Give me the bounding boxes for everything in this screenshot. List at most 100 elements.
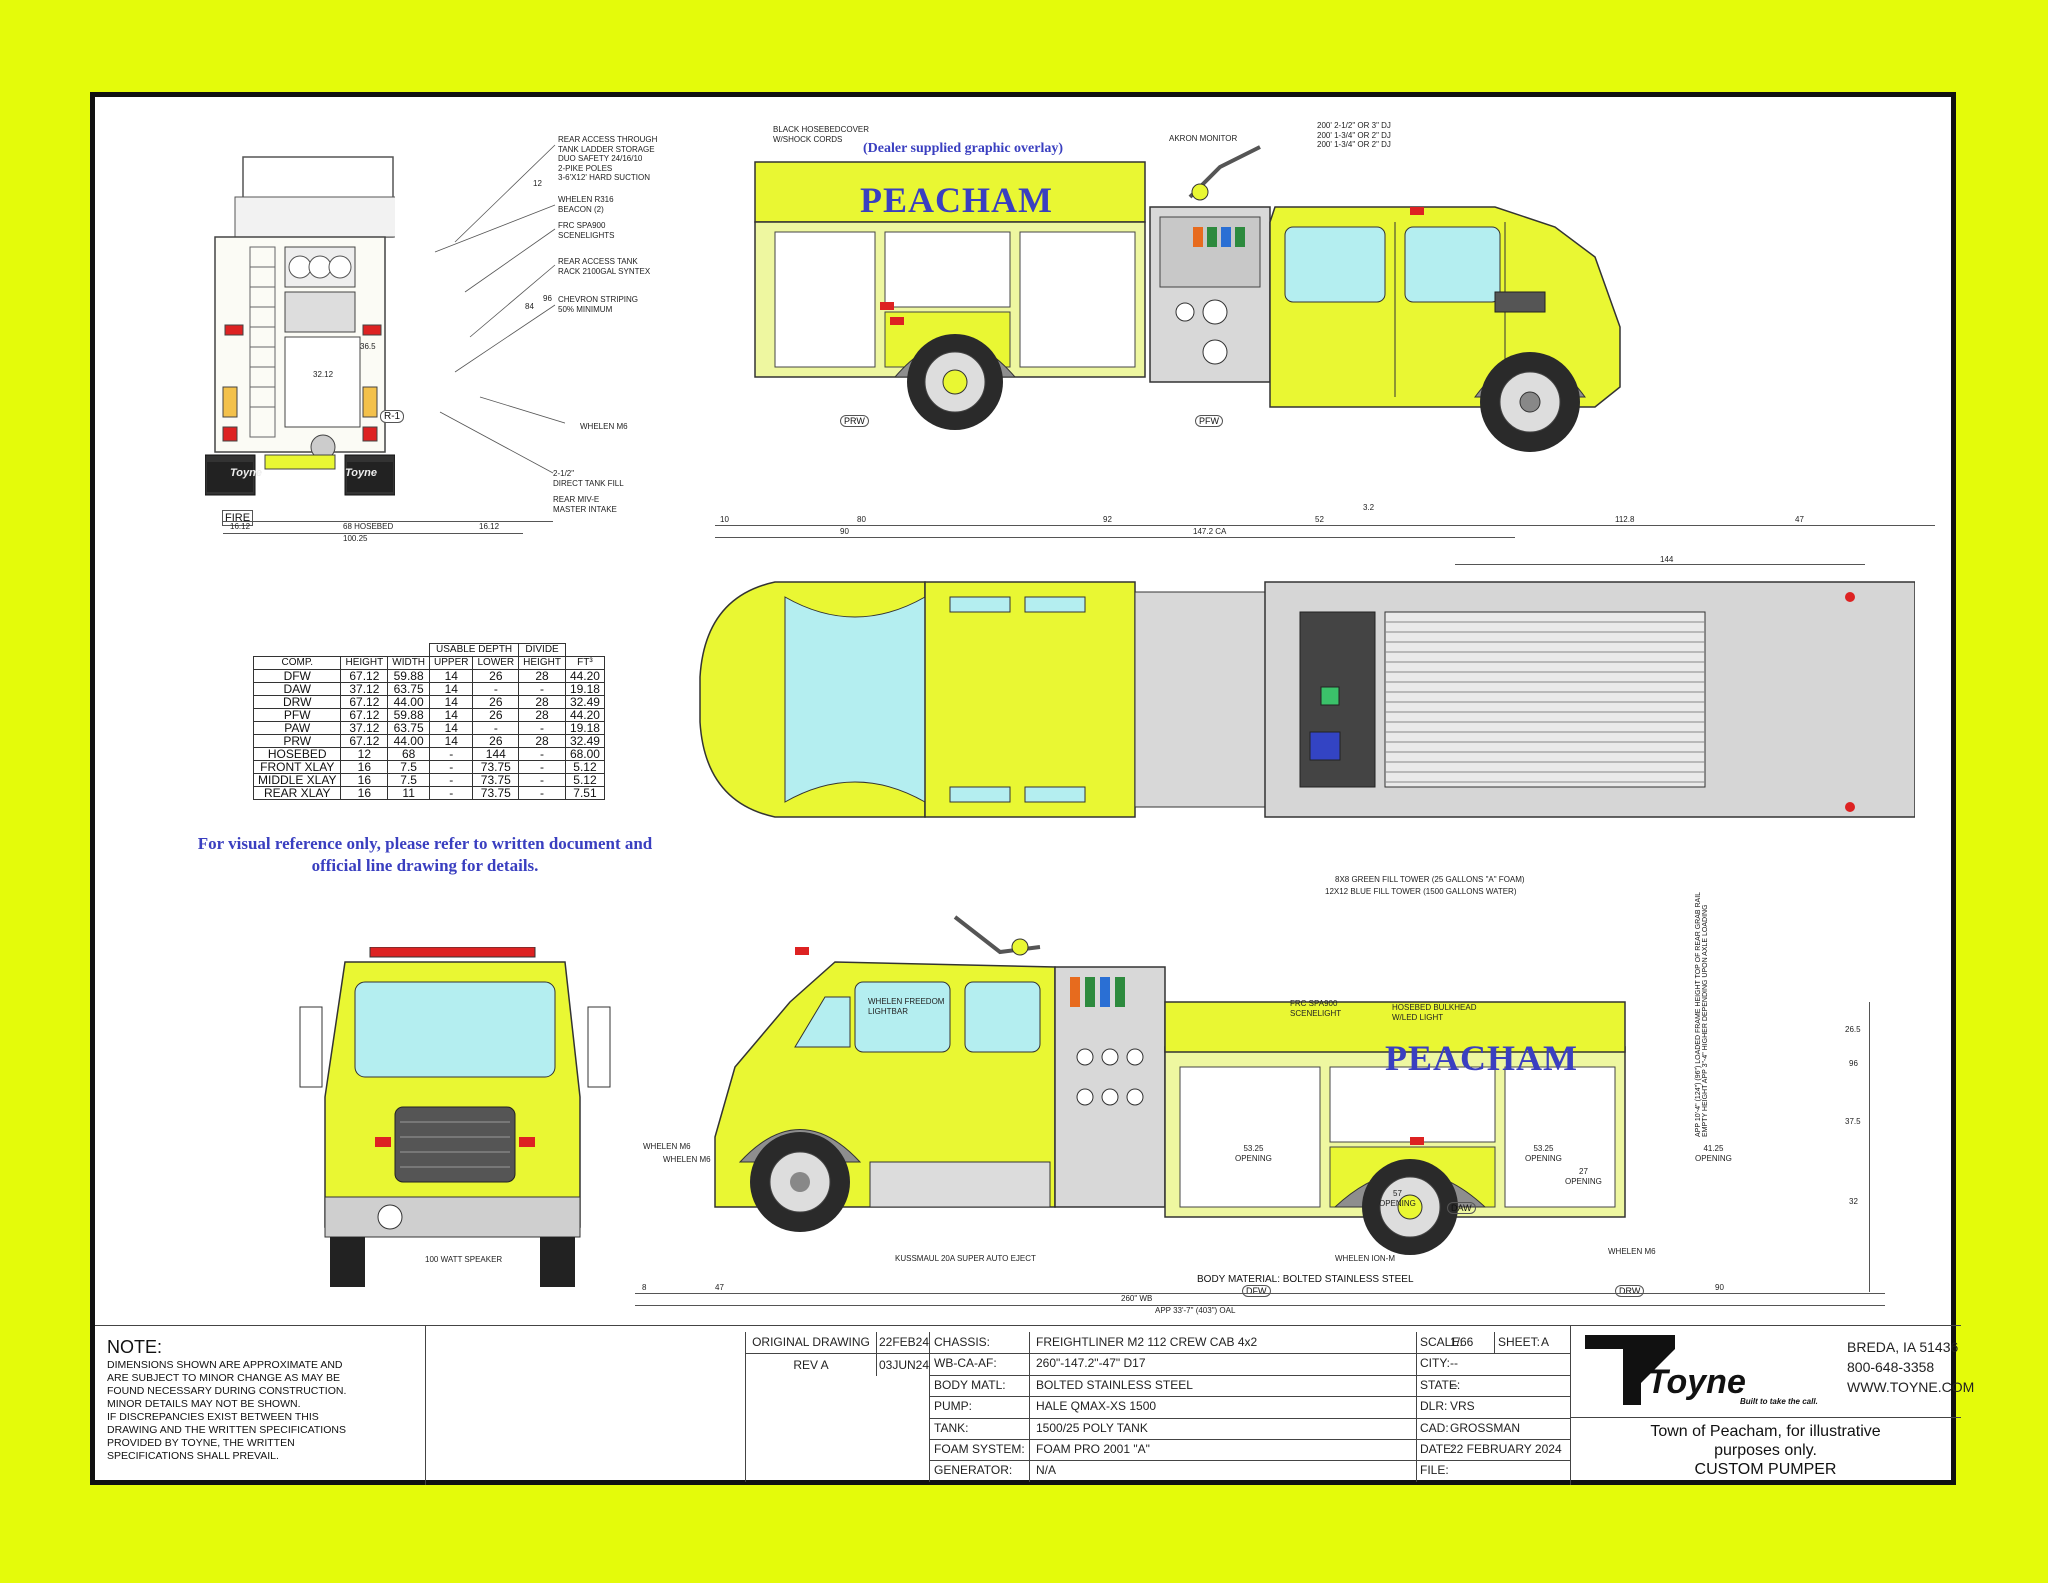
meta-label: DATE: — [1420, 1442, 1455, 1456]
compartment-cell: 37.12 — [340, 721, 389, 735]
akron-monitor-note: AKRON MONITOR — [1169, 134, 1238, 143]
compartment-cell: 44.00 — [387, 734, 431, 748]
compartment-cell: 59.88 — [387, 669, 431, 683]
height-note: APP 10'-4" (124") (96") LOADED FRAME HEI… — [1695, 891, 1709, 1137]
spec-label: CHASSIS: — [934, 1335, 991, 1349]
spec-label: BODY MATL: — [934, 1377, 1006, 1392]
compartment-cell: 32.49 — [564, 695, 605, 709]
compartment-cell: 7.5 — [387, 760, 431, 774]
spec-value: N/A — [1036, 1463, 1057, 1478]
body-material-note: BODY MATERIAL: BOLTED STAINLESS STEEL — [1197, 1274, 1414, 1285]
compartment-cell: 26 — [472, 695, 520, 709]
spec-value: 1500/25 POLY TANK — [1036, 1420, 1148, 1435]
rear-dim-left: 16.12 — [230, 522, 251, 531]
compartment-cell: 16 — [340, 786, 389, 800]
compartment-cell: 37.12 — [340, 682, 389, 696]
r1-label: R-1 — [380, 410, 405, 423]
compartment-cell: 68 — [387, 747, 431, 761]
whelen-ion-note: WHELEN ION-M — [1335, 1254, 1395, 1263]
compartment-cell: DAW — [252, 682, 342, 696]
compartment-cell: 67.12 — [340, 734, 389, 748]
top-view — [699, 581, 1915, 818]
drw-label: DRW — [1615, 1285, 1645, 1297]
meta-value: A — [1541, 1335, 1550, 1349]
compartment-cell: - — [518, 721, 566, 735]
compartment-cell: 14 — [429, 669, 474, 683]
company-city: BREDA, IA 51436 — [1847, 1339, 1959, 1355]
compartment-cell: - — [518, 786, 566, 800]
compartment-cell: 26 — [472, 708, 520, 722]
compartment-cell: 44.20 — [564, 669, 605, 683]
revision-original-label: ORIGINAL DRAWING — [752, 1335, 870, 1349]
rear-dim-96: 96 — [543, 294, 552, 303]
customer-line-3: CUSTOM PUMPER — [1694, 1461, 1837, 1478]
mudflap-logo-right: Toyne — [345, 467, 377, 479]
compartment-cell: - — [429, 786, 474, 800]
whelen-m6-note-a: WHELEN M6 — [643, 1142, 691, 1151]
company-phone: 800-648-3358 — [1847, 1359, 1935, 1375]
compartment-cell: 26 — [472, 669, 520, 683]
compartment-cell: 5.12 — [564, 773, 605, 787]
compartment-cell: 63.75 — [387, 721, 431, 735]
rear-dim-overall: 100.25 — [343, 534, 368, 543]
compartment-cell: 5.12 — [564, 760, 605, 774]
compartment-cell: 32.49 — [564, 734, 605, 748]
meta-value: -- — [1450, 1377, 1458, 1392]
side-dim-e: 3.2 — [1363, 503, 1375, 512]
blue-fill-note: 12x12 BLUE FILL TOWER (1500 GALLONS WATE… — [1325, 887, 1517, 896]
compartment-cell: 14 — [429, 734, 474, 748]
compartment-cell: 14 — [429, 721, 474, 735]
toyne-logo-text: Toyne — [1647, 1363, 1746, 1401]
compartment-cell: 73.75 — [472, 760, 520, 774]
compartment-table: USABLE DEPTH DIVIDE COMP. HEIGHT WIDTH U… — [252, 643, 605, 800]
passenger-side-name: PEACHAM — [860, 180, 1053, 220]
side-dim-ca: 147.2 CA — [1193, 527, 1227, 536]
compartment-cell: - — [518, 760, 566, 774]
pfw-label: PFW — [1195, 415, 1223, 427]
driver-dim-h4: 32 — [1849, 1197, 1858, 1206]
spec-label: WB-CA-AF: — [934, 1356, 997, 1371]
meta-value: VRS — [1450, 1399, 1475, 1414]
drawing-sheet: FIRE R-1 Toyne Toyne REAR ACCESS THROUGH… — [90, 92, 1974, 1485]
rear-dim-32-12: 32.12 — [313, 370, 334, 379]
meta-label: DLR: — [1420, 1399, 1448, 1414]
driver-dim-wb: 260" WB — [1121, 1294, 1153, 1303]
rear-view — [205, 156, 395, 496]
compartment-cell: 19.18 — [564, 721, 605, 735]
rear-dim-right: 16.12 — [479, 522, 500, 531]
spec-label: GENERATOR: — [934, 1463, 1013, 1478]
compartment-cell: 7.5 — [387, 773, 431, 787]
side-dim-f: 112.8 — [1615, 515, 1635, 524]
meta-value: 22 FEBRUARY 2024 — [1450, 1442, 1562, 1456]
compartment-cell: PFW — [252, 708, 342, 722]
side-dim-h: 90 — [840, 527, 849, 536]
meta-value: -- — [1450, 1356, 1458, 1371]
compartment-cell: DFW — [252, 669, 342, 683]
divide-header: DIVIDE — [518, 643, 566, 657]
compartment-cell: 44.00 — [387, 695, 431, 709]
compartment-cell: - — [429, 760, 474, 774]
compartment-cell: 14 — [429, 708, 474, 722]
rear-dim-36-5: 36.5 — [360, 342, 376, 351]
driver-dim-oal: APP 33'-7" (403") OAL — [1155, 1306, 1236, 1315]
compartment-cell: FRONT XLAY — [252, 760, 342, 774]
compartment-cell: 16 — [340, 773, 389, 787]
compartment-cell: 16 — [340, 760, 389, 774]
spec-value: FOAM PRO 2001 "A" — [1036, 1442, 1150, 1456]
kussmaul-note: KUSSMAUL 20A SUPER AUTO EJECT — [895, 1254, 1036, 1263]
driver-side-view — [714, 915, 1626, 1255]
spec-value: BOLTED STAINLESS STEEL — [1036, 1377, 1193, 1392]
compartment-cell: REAR XLAY — [252, 786, 342, 800]
spec-value: 260"-147.2"-47" D17 — [1036, 1356, 1146, 1371]
meta-label: STATE: — [1420, 1377, 1461, 1392]
